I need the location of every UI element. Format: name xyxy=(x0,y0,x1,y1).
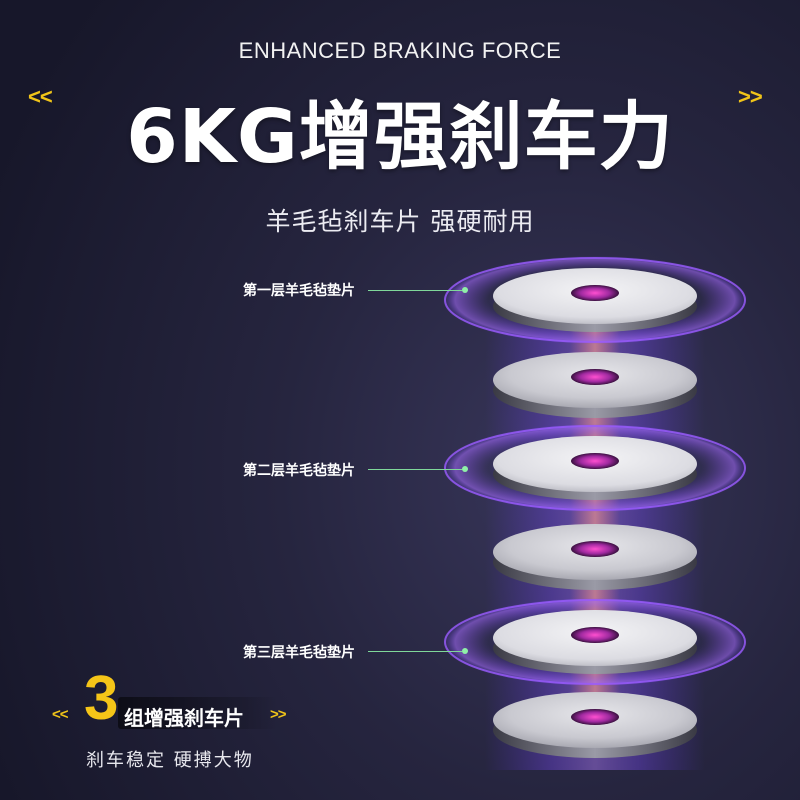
bottom-caption: 刹车稳定 硬搏大物 xyxy=(86,750,254,771)
leader-dot-2 xyxy=(462,466,468,472)
subtitle: 羊毛毡刹车片 强硬耐用 xyxy=(265,207,535,236)
leader-line-3 xyxy=(368,651,462,652)
disc-plain-b xyxy=(493,524,697,590)
disc-layer-2 xyxy=(443,424,747,512)
badge-text: 组增强刹车片 xyxy=(124,706,244,730)
disc-plain-c xyxy=(493,692,697,758)
leader-line-1 xyxy=(368,290,462,291)
badge-number: 3 xyxy=(84,664,119,733)
disc-plain-a xyxy=(493,352,697,418)
chevron-right-decoration: >> xyxy=(738,84,763,109)
badge-chevron-right: >> xyxy=(270,706,287,723)
badge-background xyxy=(118,697,278,729)
disc-layer-1 xyxy=(443,256,747,344)
main-title: 6KG增强刹车力 xyxy=(126,94,674,180)
disc-layer-3 xyxy=(443,598,747,686)
leader-dot-3 xyxy=(462,648,468,654)
layer-label-3: 第三层羊毛毡垫片 xyxy=(243,645,355,661)
chevron-left-decoration: << xyxy=(28,84,53,109)
badge-chevron-left: << xyxy=(52,706,69,723)
layer-label-2: 第二层羊毛毡垫片 xyxy=(243,463,355,479)
brake-disc-stack-illustration xyxy=(443,256,747,770)
english-heading: ENHANCED BRAKING FORCE xyxy=(238,38,562,63)
layer-label-1: 第一层羊毛毡垫片 xyxy=(243,283,355,299)
leader-line-2 xyxy=(368,469,462,470)
leader-dot-1 xyxy=(462,287,468,293)
